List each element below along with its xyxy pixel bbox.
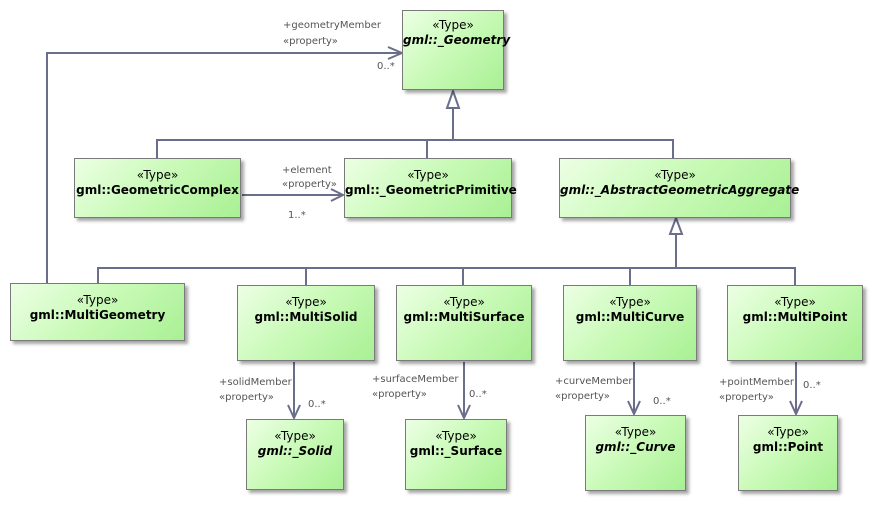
class-stereotype: «Type» [285,295,327,309]
surface-member-multiplicity: 0..* [469,389,487,400]
surface-member-stereotype: «property» [372,389,427,400]
association-arrowhead-curve-member [627,400,641,417]
association-arrowhead-solid-member [287,404,301,421]
association-arrowhead-point-member [789,400,803,417]
class-point[interactable]: «Type» gml::Point [738,415,838,491]
generalization-tree-geometry [156,108,674,158]
class-name: gml::GeometricComplex [76,183,239,197]
geometry-member-role: +geometryMember [283,20,381,31]
class-name: gml::Point [752,440,824,454]
class-name: gml::MultiSurface [403,310,525,324]
class-stereotype: «Type» [435,429,477,443]
solid-member-role: +solidMember [219,377,292,388]
class-stereotype: «Type» [432,18,474,32]
solid-member-stereotype: «property» [219,392,274,403]
generalization-arrowhead-aggregate [668,215,684,235]
element-stereotype: «property» [282,179,337,190]
class-geometric-complex[interactable]: «Type» gml::GeometricComplex [74,158,241,218]
class-curve[interactable]: «Type» gml::_Curve [585,415,686,491]
class-name: gml::MultiCurve [575,310,685,324]
class-name: gml::_GeometricPrimitive [345,183,517,197]
point-member-stereotype: «property» [719,392,774,403]
geometry-member-multiplicity: 0..* [377,61,395,72]
point-member-multiplicity: 0..* [803,380,821,391]
class-solid[interactable]: «Type» gml::_Solid [246,419,344,490]
association-arrowhead-element [330,188,346,202]
class-name: gml::MultiGeometry [29,308,166,322]
class-stereotype: «Type» [609,295,651,309]
class-name: gml::MultiSolid [254,310,358,324]
element-role: +element [282,165,332,176]
generalization-arrowhead-geometry [445,87,461,109]
surface-member-role: +surfaceMember [372,374,459,385]
class-stereotype: «Type» [654,168,696,182]
class-name: gml::MultiPoint [742,310,848,324]
curve-member-stereotype: «property» [555,391,610,402]
class-stereotype: «Type» [76,293,119,307]
element-multiplicity: 1..* [288,210,306,221]
class-stereotype: «Type» [774,295,816,309]
class-stereotype: «Type» [407,168,449,182]
class-geometric-primitive[interactable]: «Type» gml::_GeometricPrimitive [344,158,517,218]
class-name: gml::_Surface [409,444,503,458]
class-stereotype: «Type» [614,425,657,439]
class-multi-geometry[interactable]: «Type» gml::MultiGeometry [10,283,185,341]
class-stereotype: «Type» [767,425,809,439]
class-name: gml::_AbstractGeometricAggregate [560,183,800,197]
class-stereotype: «Type» [136,168,179,182]
association-geometry-member [46,52,402,283]
class-stereotype: «Type» [443,295,485,309]
class-abstract-geometric-aggregate[interactable]: «Type» gml::_AbstractGeometricAggregate [559,158,800,218]
class-surface[interactable]: «Type» gml::_Surface [405,419,507,490]
class-multi-curve[interactable]: «Type» gml::MultiCurve [563,285,697,361]
curve-member-role: +curveMember [555,376,633,387]
geometry-member-stereotype: «property» [283,36,338,47]
curve-member-multiplicity: 0..* [653,396,671,407]
class-name: gml::_Curve [595,440,676,454]
point-member-role: +pointMember [719,377,795,388]
class-multi-solid[interactable]: «Type» gml::MultiSolid [237,285,375,361]
class-name: gml::_Geometry [403,33,511,47]
class-geometry[interactable]: «Type» gml::_Geometry [402,10,511,90]
generalization-tree-aggregate [97,234,796,285]
solid-member-multiplicity: 0..* [308,399,326,410]
association-arrowhead-surface-member [457,404,471,421]
class-name: gml::_Solid [257,444,333,458]
class-stereotype: «Type» [274,429,316,443]
class-multi-point[interactable]: «Type» gml::MultiPoint [727,285,863,361]
class-multi-surface[interactable]: «Type» gml::MultiSurface [396,285,532,361]
